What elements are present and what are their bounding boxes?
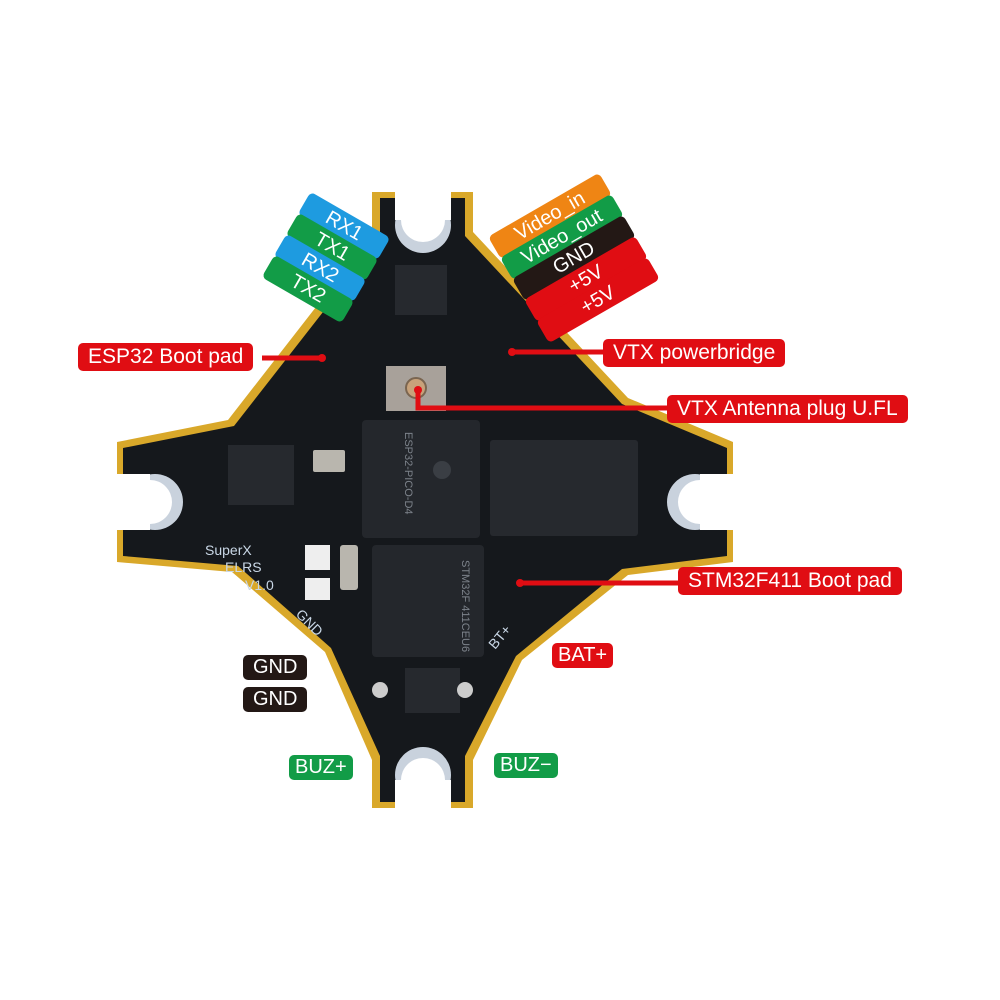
mounting-hole-bottom [395,747,451,815]
boot-button-pad [305,578,330,600]
receiver-chip [228,445,294,505]
solder-pad [372,682,388,698]
esp-logo-icon [433,461,451,479]
top-chip [395,265,447,315]
callout-vtx-powerbridge: VTX powerbridge [603,339,786,367]
callout-vtx-antenna: VTX Antenna plug U.FL [667,395,908,423]
esp32-chip [362,420,480,538]
esp32-chip-marking: ESP32-PICO-D4 [402,432,414,515]
callout-esp32-boot-pad: ESP32 Boot pad [78,343,254,371]
callout-lines [262,349,680,586]
callout-gnd-1: GND [243,655,308,680]
mounting-hole-top [395,185,451,253]
vtx-chip [490,440,638,536]
stm32-chip-marking: STM32F 411CEU6 [459,560,471,652]
crystal [340,545,358,590]
mounting-hole-right [667,474,740,530]
silk-name: SuperX [205,542,252,558]
callout-bat-plus: BAT+ [552,643,614,668]
callout-gnd-2: GND [243,687,308,712]
silk-elrs: ELRS [225,559,262,575]
mounting-hole-left [110,474,183,530]
silk-version: V1.0 [245,577,274,593]
solder-pad [457,682,473,698]
bottom-chip [405,668,460,713]
stm32-chip [372,545,484,657]
callout-buz-minus: BUZ− [494,753,558,778]
callout-stm32-boot-pad: STM32F411 Boot pad [678,567,902,595]
boot-button-pad [305,545,330,570]
callout-buz-plus: BUZ+ [289,755,353,780]
crystal-small [313,450,345,472]
